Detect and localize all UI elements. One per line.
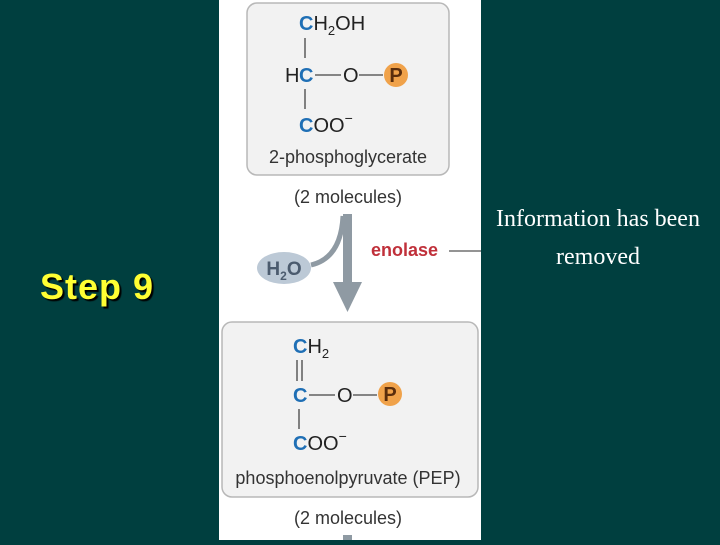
removed-content-note: Information has been removed [496, 206, 700, 270]
product-mid-oxygen: O [337, 385, 353, 407]
product-top-subscript: 2 [322, 346, 329, 361]
water-label: H2O [266, 259, 301, 283]
product-name: phosphoenolpyruvate (PEP) [235, 468, 460, 488]
product-formula: CH2 C O P COO− [293, 336, 402, 455]
reaction-figure: CH2OH H C O P COO− 2-phosphoglycerate (2… [219, 0, 481, 540]
substrate-mid-carbon: C [299, 65, 313, 87]
substrate-name: 2-phosphoglycerate [269, 147, 427, 167]
step-label: Step 9 [40, 266, 155, 307]
substrate-top-hydroxyl: OH [335, 13, 365, 35]
substrate-phosphate-circle [384, 63, 408, 87]
substrate-mid-hydrogen: H [285, 65, 299, 87]
product-bottom-oxygens: OO [307, 433, 338, 455]
substrate-bottom-carbon: C [299, 115, 313, 137]
product-box [221, 321, 479, 498]
product-phosphate-label: P [383, 384, 396, 406]
product-count: (2 molecules) [294, 508, 402, 528]
product-bottom-carbon: C [293, 433, 307, 455]
substrate-top-carbon: C [299, 13, 313, 35]
substrate-top-hydrogen: H [313, 13, 327, 35]
svg-text:COO−: COO− [299, 110, 353, 137]
substrate-bottom-charge: − [345, 110, 353, 126]
substrate-phosphate-label: P [389, 65, 402, 87]
substrate-count: (2 molecules) [294, 187, 402, 207]
svg-text:CH2: CH2 [293, 336, 329, 361]
product-bottom-charge: − [339, 428, 347, 444]
substrate-top-subscript: 2 [328, 23, 335, 38]
svg-text:CH2OH: CH2OH [299, 13, 365, 38]
product-top-carbon: C [293, 336, 307, 358]
product-top-hydrogen: H [307, 336, 321, 358]
substrate-bottom-oxygens: OO [313, 115, 344, 137]
water-subscript: 2 [280, 269, 287, 283]
product-mid-carbon: C [293, 385, 307, 407]
enzyme-label: enolase [371, 240, 438, 260]
water-hydrogen: H [266, 259, 280, 280]
reaction-arrow-shaft [343, 214, 352, 288]
substrate-box [246, 2, 450, 176]
water-oxygen: O [287, 259, 302, 280]
next-arrow-stub [343, 535, 352, 540]
water-branch-arrow [310, 215, 346, 268]
svg-text:COO−: COO− [293, 428, 347, 455]
reaction-arrow-head [333, 282, 362, 312]
substrate-formula: CH2OH H C O P COO− [285, 13, 408, 137]
substrate-mid-oxygen: O [343, 65, 359, 87]
product-phosphate-circle [378, 382, 402, 406]
water-ellipse [257, 252, 311, 284]
